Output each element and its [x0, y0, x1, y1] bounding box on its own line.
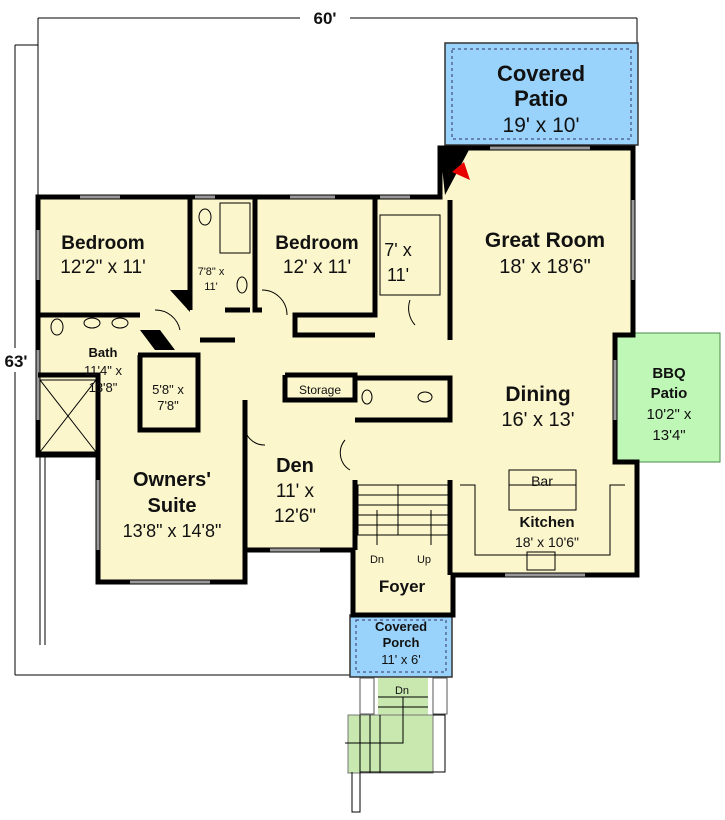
stair-down-label: Dn — [370, 554, 384, 566]
bedroom-2-name: Bedroom — [275, 233, 358, 254]
stair-up-label: Up — [417, 554, 431, 566]
interior-walls — [38, 197, 453, 575]
bedroom-1-size: 12'2" x 11' — [60, 257, 145, 278]
bath-size-2: 13'8" — [89, 380, 118, 395]
bath-size-1: 11'4" x — [84, 363, 122, 378]
covered-patio-name-1: Covered — [497, 61, 585, 86]
foyer-name: Foyer — [379, 577, 426, 596]
great-room-name: Great Room — [485, 229, 605, 252]
bedroom-2-size: 12' x 11' — [283, 257, 351, 278]
bath-name: Bath — [89, 345, 118, 360]
owners-suite-size: 13'8" x 14'8" — [123, 521, 222, 541]
bedroom-1-name: Bedroom — [61, 233, 144, 254]
dining-size: 16' x 13' — [501, 409, 574, 431]
covered-porch-name-1: Covered — [375, 619, 427, 634]
fixtures — [39, 202, 625, 571]
closet-size-1: 5'8" x — [152, 382, 184, 397]
laundry-size-2: 11' — [387, 265, 409, 285]
fireplace-icon — [452, 162, 470, 180]
kitchen-size: 18' x 10'6" — [515, 534, 579, 550]
depth-dimension: 63' — [5, 352, 28, 371]
bbq-patio-name-1: BBQ — [652, 365, 686, 382]
covered-patio-name-2: Patio — [514, 86, 568, 111]
hall-bath-size-2: 11' — [204, 281, 218, 293]
room-labels: Covered Patio 19' x 10' Bedroom 12'2" x … — [60, 61, 692, 667]
laundry-size-1: 7' x — [384, 240, 411, 260]
bbq-patio-size-2: 13'4" — [652, 427, 685, 444]
hall-bath-size-1: 7'8" x — [198, 266, 225, 278]
closet-size-2: 7'8" — [157, 398, 179, 413]
covered-porch-size: 11' x 6' — [381, 652, 420, 667]
covered-patio-area — [444, 42, 639, 146]
owners-suite-name-2: Suite — [148, 495, 197, 517]
width-dimension: 60' — [314, 9, 337, 28]
kitchen-name: Kitchen — [519, 514, 574, 531]
exterior-stairs — [345, 677, 448, 813]
covered-porch-area — [349, 614, 453, 678]
storage-label: Storage — [299, 383, 341, 397]
windows — [36, 146, 635, 584]
bbq-patio-name-2: Patio — [651, 385, 688, 402]
great-room-size: 18' x 18'6" — [499, 256, 590, 278]
bar-label: Bar — [531, 473, 553, 489]
owners-suite-name-1: Owners' — [133, 469, 211, 491]
den-size-2: 12'6" — [274, 506, 316, 527]
dining-name: Dining — [505, 383, 570, 406]
bar-counter — [508, 469, 577, 511]
covered-porch-name-2: Porch — [383, 635, 420, 650]
den-name: Den — [276, 455, 314, 477]
bbq-patio-size-1: 10'2" x — [647, 406, 692, 423]
covered-patio-size: 19' x 10' — [503, 114, 580, 137]
porch-steps-down-label: Dn — [395, 685, 409, 697]
bbq-patio-area — [614, 332, 721, 463]
den-size-1: 11' x — [276, 481, 315, 502]
